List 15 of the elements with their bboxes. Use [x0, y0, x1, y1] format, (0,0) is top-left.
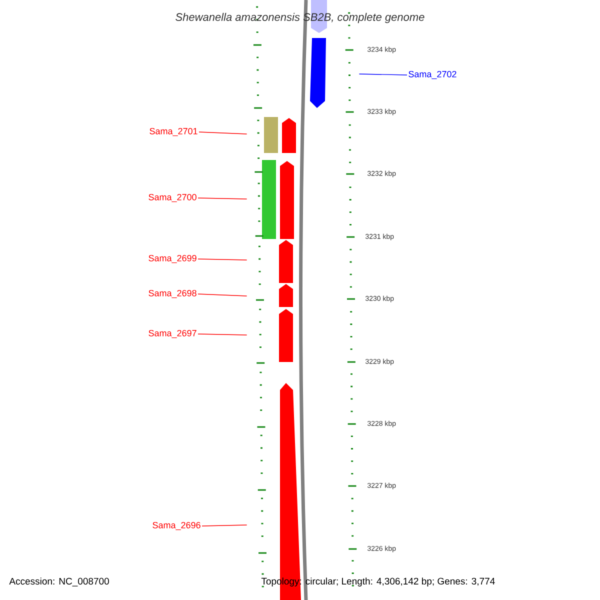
leader-line: [198, 132, 248, 134]
gene-label: Sama_2699: [148, 254, 196, 264]
gene-label: Sama_2698: [148, 290, 196, 298]
leader-line: [358, 74, 408, 76]
gene-label: Sama_2696: [152, 522, 200, 530]
footer-text: Accession: NC_008700: [9, 578, 109, 586]
leader-line: [198, 258, 248, 260]
leader-line: [202, 524, 248, 526]
gene-label: Sama_2697: [148, 330, 196, 338]
gene-label: Sama_2701: [150, 128, 198, 136]
gene-label: Sama_2702: [408, 70, 456, 80]
leader-line: [198, 198, 248, 200]
leader-line: [198, 334, 248, 336]
gene-label: Sama_2700: [148, 194, 196, 202]
leader-line: [198, 294, 248, 296]
